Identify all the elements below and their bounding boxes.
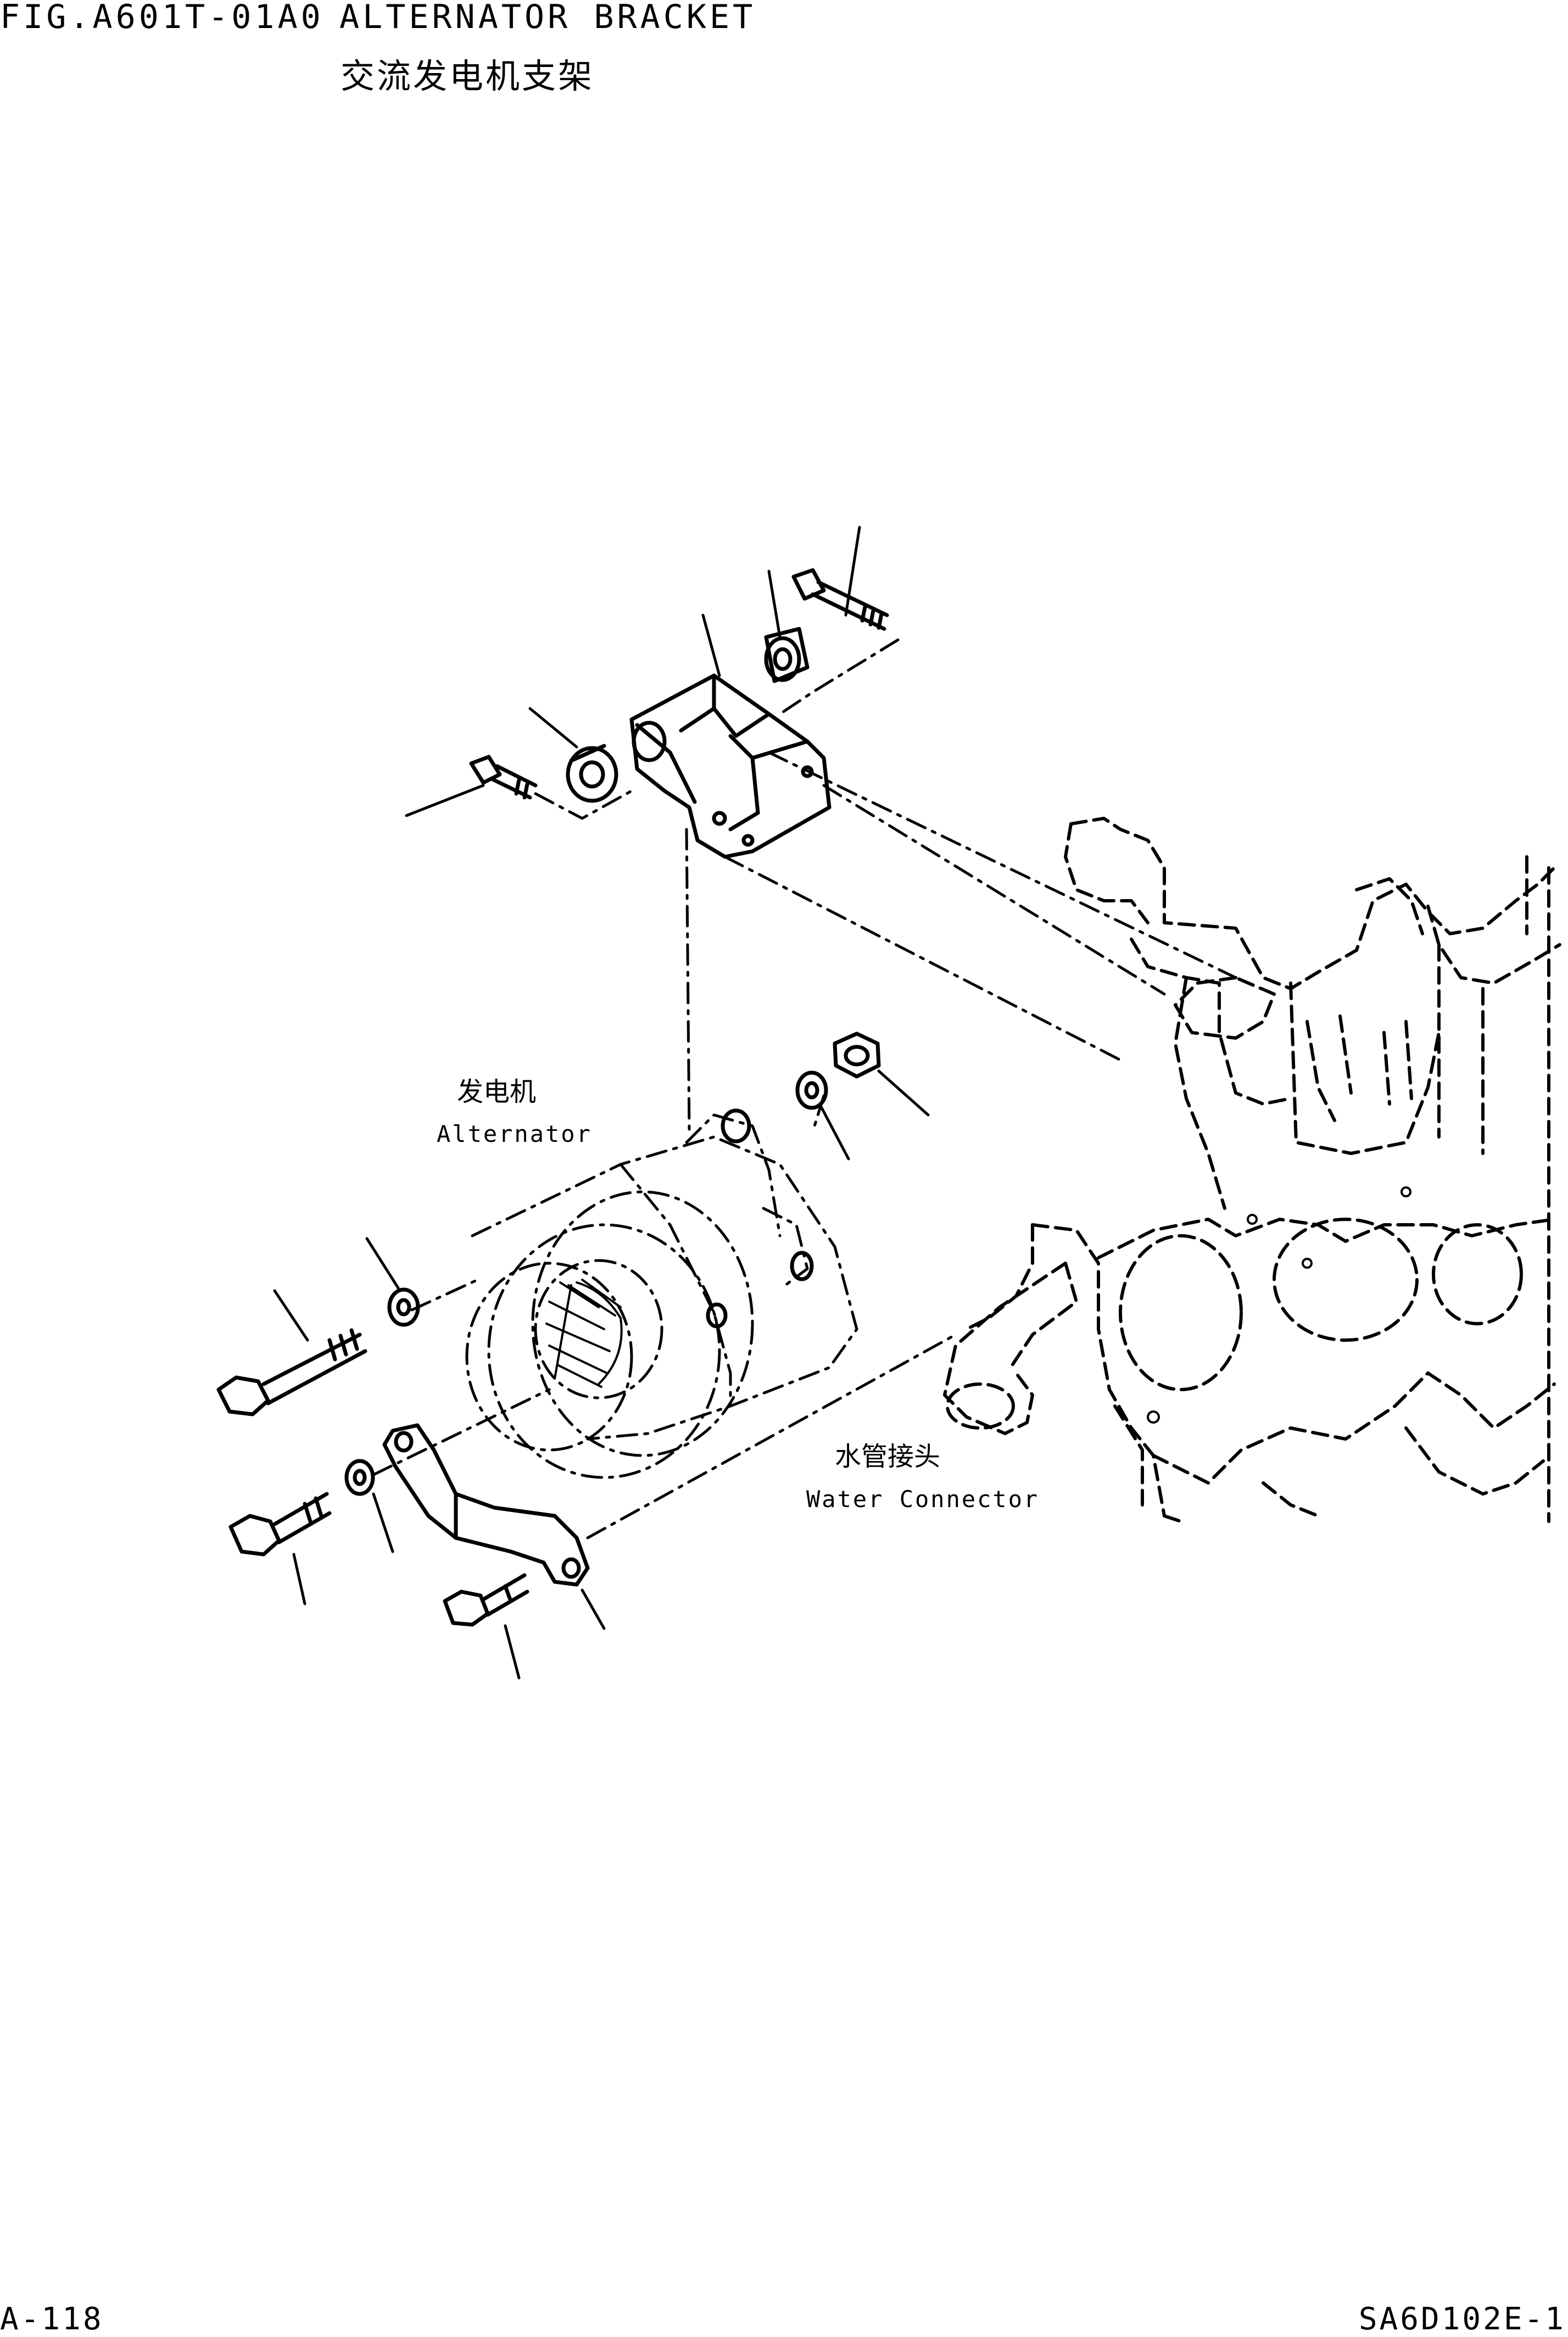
alternator-label-english: Alternator (437, 1120, 592, 1147)
engine-block (965, 817, 1561, 1523)
water-connector (943, 1262, 1078, 1435)
alternator-nut (833, 1031, 881, 1079)
water-connector-label-chinese: 水管接头 (835, 1441, 941, 1472)
lower-washer (344, 1459, 375, 1496)
figure-code: FIG.A601T-01A0 (0, 0, 324, 36)
bracket-bolt-upper (791, 568, 889, 631)
bracket-spacer-right (764, 627, 810, 683)
alternator (465, 1108, 858, 1479)
page-number: A-118 (0, 2301, 104, 2337)
lower-bolt (228, 1492, 332, 1557)
figure-title-chinese: 交流发电机支架 (341, 56, 595, 96)
alternator-washer-top (795, 1070, 828, 1110)
bracket-bolt-lower (469, 755, 538, 800)
alternator-label-chinese: 发电机 (457, 1077, 537, 1107)
thermostat-housing (1174, 976, 1276, 1040)
adjusting-link (382, 1423, 590, 1587)
bracket-spacer-left (566, 744, 618, 803)
model-code: SA6D102E-1 (1358, 2301, 1566, 2337)
water-connector-label-english: Water Connector (806, 1486, 1040, 1513)
long-mounting-bolt (216, 1328, 367, 1416)
adjusting-bolt (443, 1573, 529, 1627)
alternator-pulley (534, 1259, 663, 1399)
figure-title-english: ALTERNATOR BRACKET (339, 0, 756, 36)
alternator-bracket (629, 673, 832, 859)
washer-left (387, 1287, 420, 1327)
